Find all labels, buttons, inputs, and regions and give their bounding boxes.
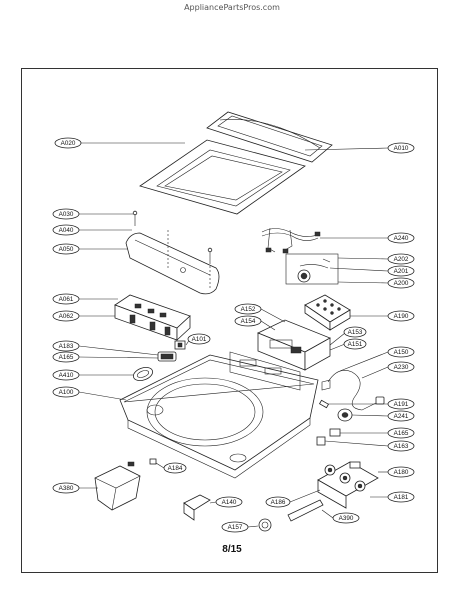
parts-a165-a163	[316, 428, 341, 446]
callout-A180: A180	[387, 466, 415, 478]
callout-label: A165	[394, 430, 409, 437]
callout-A152: A152	[234, 303, 262, 315]
hose-a390	[287, 499, 324, 522]
callout-label: A202	[394, 256, 409, 263]
door-lock-assembly	[285, 253, 339, 285]
callout-A191: A191	[387, 398, 415, 410]
callout-label: A191	[394, 401, 409, 408]
gasket-a410	[132, 367, 154, 381]
screw-a030	[132, 210, 138, 226]
power-cord	[321, 370, 385, 411]
diagram-frame	[21, 68, 438, 573]
wire-harness	[261, 227, 321, 254]
callout-A190: A190	[387, 310, 415, 322]
callout-label: A040	[59, 227, 74, 234]
lid-front-bar	[125, 232, 220, 295]
bracket-a101	[174, 340, 186, 350]
callout-label: A230	[394, 364, 409, 371]
leader-lines	[78, 142, 389, 528]
callout-label: A100	[59, 389, 74, 396]
callout-label: A200	[394, 280, 409, 287]
callout-A163: A163	[387, 440, 415, 452]
callout-label: A186	[271, 499, 286, 506]
callout-label: A390	[339, 515, 354, 522]
callout-A062: A062	[52, 310, 80, 322]
small-parts-left	[157, 351, 177, 362]
parts-a191-a241	[318, 399, 353, 422]
callout-A020: A020	[54, 137, 82, 149]
control-board	[114, 294, 191, 341]
callout-label: A410	[59, 372, 74, 379]
callout-label: A157	[228, 524, 243, 531]
callout-A230: A230	[387, 361, 415, 373]
callout-label: A241	[394, 413, 409, 420]
callout-A150: A150	[387, 346, 415, 358]
callout-A061: A061	[52, 293, 80, 305]
callout-label: A190	[394, 313, 409, 320]
callout-label: A183	[59, 343, 74, 350]
callout-label: A180	[394, 469, 409, 476]
callout-A153: A153	[343, 326, 367, 338]
callout-A184: A184	[163, 462, 187, 474]
callout-A154: A154	[234, 315, 262, 327]
page-number: 8/15	[222, 544, 242, 555]
callout-A165: A165	[52, 351, 80, 363]
callout-A040: A040	[52, 224, 80, 236]
callout-label: A201	[394, 268, 409, 275]
callout-label: A181	[394, 494, 409, 501]
dispenser-housing	[257, 319, 331, 371]
water-valve-assembly	[317, 461, 379, 509]
bracket-a140	[183, 494, 211, 521]
callout-A151: A151	[343, 338, 367, 350]
callout-A050: A050	[52, 243, 80, 255]
lid-rear-frame	[206, 111, 333, 163]
callout-label: A010	[394, 145, 409, 152]
callout-A241: A241	[387, 410, 415, 422]
cap-a157	[258, 518, 272, 532]
callout-A157: A157	[221, 521, 249, 533]
callout-A390: A390	[332, 512, 360, 524]
callout-label: A150	[394, 349, 409, 356]
callout-label: A061	[59, 296, 74, 303]
callout-label: A140	[222, 499, 237, 506]
callout-label: A062	[59, 313, 74, 320]
callout-label: A154	[241, 318, 256, 325]
callout-label: A163	[394, 443, 409, 450]
callout-label: A101	[192, 336, 207, 343]
callout-label: A184	[168, 465, 183, 472]
callout-A186: A186	[265, 496, 291, 508]
callout-label: A030	[59, 211, 74, 218]
callout-A030: A030	[52, 208, 80, 220]
bleach-dispenser-a380	[94, 461, 141, 511]
callout-A410: A410	[52, 369, 80, 381]
callout-A101: A101	[187, 333, 211, 345]
callout-label: A151	[348, 341, 363, 348]
lid-glass-panel	[139, 139, 306, 215]
callout-A181: A181	[387, 491, 415, 503]
callout-A183: A183	[52, 340, 80, 352]
top-cover	[119, 351, 319, 479]
callout-A010: A010	[387, 142, 415, 154]
callout-A140: A140	[215, 496, 243, 508]
callout-label: A153	[348, 329, 363, 336]
callout-label: A152	[241, 306, 256, 313]
screw-right	[207, 247, 213, 262]
callout-A240: A240	[387, 232, 415, 244]
callout-A200: A200	[387, 277, 415, 289]
callout-label: A050	[59, 246, 74, 253]
site-watermark: AppliancePartsPros.com	[184, 3, 280, 12]
callout-A201: A201	[387, 265, 415, 277]
callout-label: A240	[394, 235, 409, 242]
callout-A165-right: A165	[387, 427, 415, 439]
callout-label: A165	[59, 354, 74, 361]
clip-a184	[149, 458, 157, 465]
callout-A380: A380	[52, 482, 80, 494]
callout-A202: A202	[387, 253, 415, 265]
callout-A100: A100	[52, 386, 80, 398]
filter-tray	[304, 294, 351, 331]
callout-label: A020	[61, 140, 76, 147]
callout-label: A380	[59, 485, 74, 492]
